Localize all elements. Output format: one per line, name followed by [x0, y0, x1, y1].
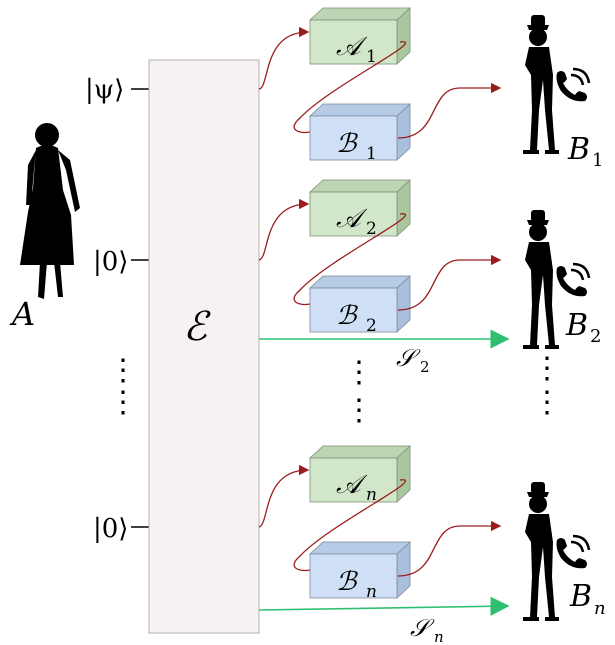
pairs-ellipsis: ⋮ [344, 393, 374, 428]
red-wire [258, 26, 310, 90]
box-b-2 [308, 275, 412, 333]
input-ket-zero: |0⟩ [93, 247, 128, 277]
encoder-label: ℰ [183, 304, 211, 350]
woman-silhouette-icon [20, 123, 80, 299]
red-wire [293, 41, 407, 134]
phone-icon [555, 534, 591, 570]
pairs-ellipsis: ⋮ [344, 355, 374, 390]
receivers-ellipsis: ⋮ [532, 351, 562, 386]
inputs-ellipsis: ⋮ [108, 385, 138, 420]
man-on-phone-icon [523, 482, 559, 621]
receiver-subscript: 1 [592, 150, 603, 171]
red-wire [293, 479, 407, 572]
share-subscript: n [434, 628, 444, 645]
receiver-subscript: n [594, 598, 606, 619]
encoder-box [148, 59, 260, 634]
red-wire [258, 198, 310, 261]
share-label: 𝒮 [410, 614, 435, 642]
red-wire [258, 464, 310, 528]
box-b-label: ℬ [336, 567, 358, 597]
phone-icon [555, 262, 591, 298]
box-a-subscript: 2 [366, 219, 377, 239]
box-b-label: ℬ [336, 129, 358, 159]
input-ket-zero: |0⟩ [93, 514, 128, 544]
box-a-subscript: 1 [366, 47, 377, 67]
red-wire [293, 213, 407, 306]
receivers-ellipsis: ⋮ [532, 385, 562, 420]
man-on-phone-icon [523, 15, 559, 154]
receiver-label: B [567, 132, 590, 167]
share-arrow [258, 596, 510, 616]
man-on-phone-icon [523, 210, 559, 349]
inputs-ellipsis: ⋮ [108, 353, 138, 388]
box-b-label: ℬ [336, 301, 358, 331]
red-wire [397, 520, 502, 577]
box-a-1 [308, 7, 412, 65]
receiver-label: B [569, 579, 592, 614]
box-b-subscript: 2 [366, 316, 377, 336]
box-b-1 [308, 103, 412, 161]
box-b-n [308, 541, 412, 599]
receiver-label: B [565, 308, 588, 343]
share-subscript: 2 [420, 358, 430, 376]
box-a-subscript: n [366, 485, 377, 505]
receiver-subscript: 2 [590, 326, 601, 347]
red-wire [397, 254, 502, 311]
box-a-2 [308, 179, 412, 237]
box-a-n [308, 445, 412, 503]
red-wire [397, 82, 502, 139]
box-b-subscript: 1 [366, 144, 377, 164]
box-b-subscript: n [366, 582, 377, 602]
phone-icon [555, 67, 591, 103]
share-label: 𝒮 [396, 344, 421, 372]
pair-n: 𝒜 n ℬ n [258, 445, 502, 602]
sender-label: A [9, 295, 35, 333]
input-ket-psi: |ψ⟩ [85, 75, 124, 105]
pair-2: 𝒜 2 ℬ 2 [258, 179, 502, 336]
pair-1: 𝒜 1 ℬ 1 [258, 7, 502, 164]
